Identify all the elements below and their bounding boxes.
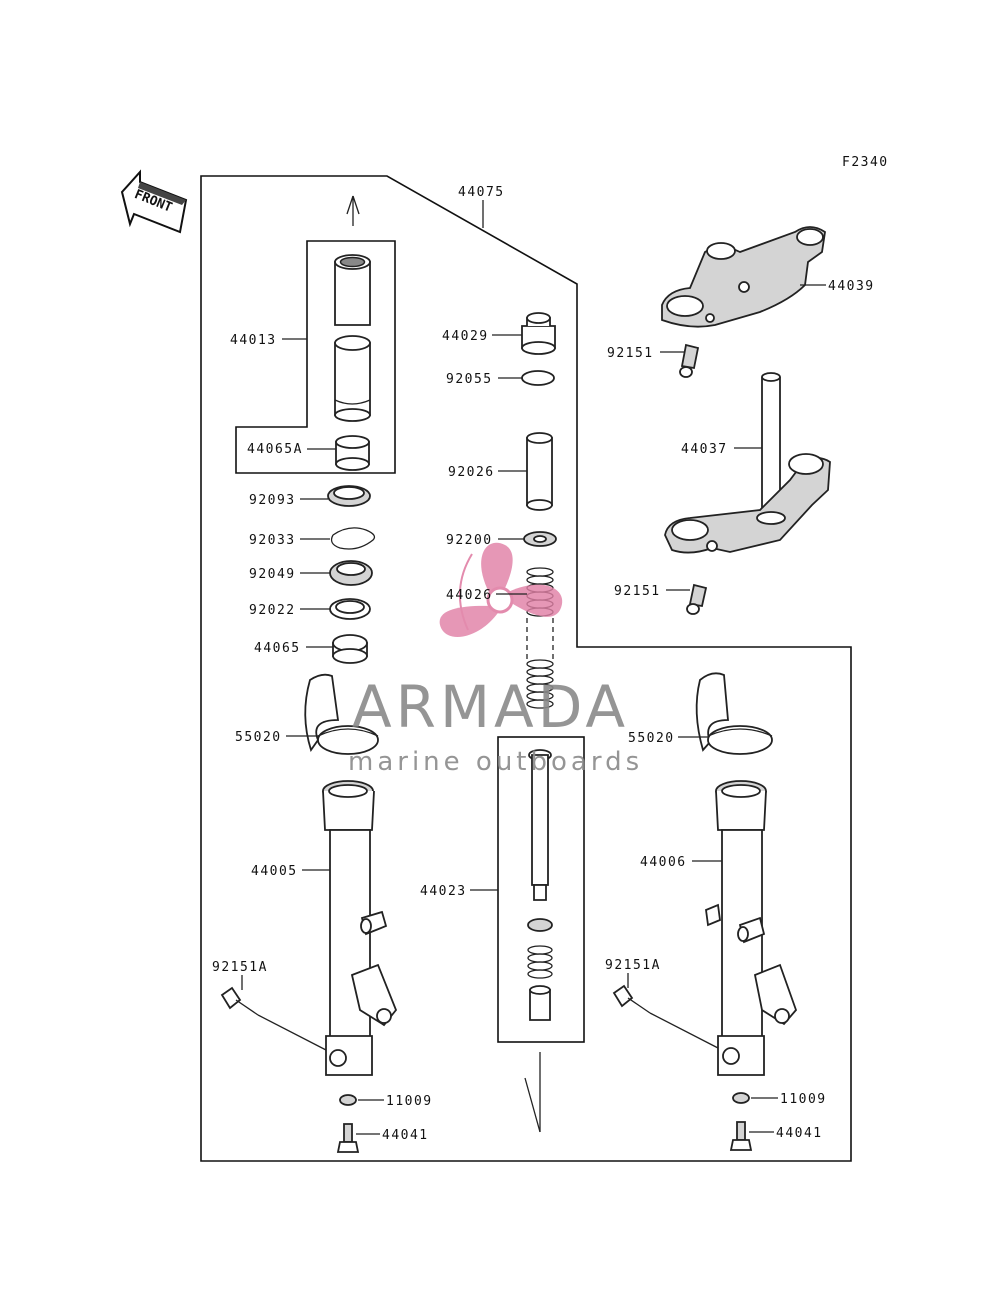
bolt-44041-left	[336, 1123, 360, 1153]
part-labels: 44075 44013 44065A 92093 92033 92049 920…	[212, 185, 875, 1143]
label-92200: 92200	[446, 533, 493, 548]
label-44029: 44029	[442, 329, 489, 344]
cap-bolt-44029	[521, 312, 556, 355]
label-44037: 44037	[681, 442, 728, 457]
upper-bracket-44039	[661, 226, 826, 328]
label-44005: 44005	[251, 864, 298, 879]
label-44075: 44075	[458, 185, 505, 200]
bolt-92151-top	[679, 343, 700, 378]
leader-lines	[241, 200, 826, 1135]
o-ring-92055	[521, 370, 555, 386]
label-11009-right: 11009	[780, 1092, 827, 1107]
label-44026: 44026	[446, 588, 493, 603]
fork-cover-55020-right	[695, 672, 773, 755]
label-92151-top: 92151	[607, 346, 654, 361]
label-92055: 92055	[446, 372, 493, 387]
watermark-tagline: marine outboards	[348, 747, 643, 777]
damper-rod-44023	[527, 749, 553, 1021]
frame-44013	[235, 240, 396, 474]
bushing-44065A	[335, 435, 370, 471]
label-55020-right: 55020	[628, 731, 675, 746]
pointer-marker-bottom	[524, 1052, 541, 1133]
outer-tube-44005	[322, 780, 398, 1076]
label-44023: 44023	[420, 884, 467, 899]
label-55020-left: 55020	[235, 730, 282, 745]
label-44013: 44013	[230, 333, 277, 348]
figure-code: F2340	[842, 155, 889, 170]
fork-cover-55020-left	[304, 673, 379, 755]
front-arrow-icon: FRONT	[120, 169, 188, 234]
spacer-92026	[526, 432, 553, 511]
stem-bracket-44037	[664, 372, 831, 554]
washer-11009-right	[732, 1092, 750, 1104]
bolt-92151A-left	[220, 986, 327, 1051]
bushing-44065	[332, 634, 368, 664]
armada-watermark: ARMADA marine outboards	[348, 542, 643, 777]
washer-11009-left	[339, 1094, 357, 1106]
label-92022: 92022	[249, 603, 296, 618]
label-44065: 44065	[254, 641, 301, 656]
washer-92200	[523, 531, 557, 547]
pointer-marker-top	[346, 195, 360, 226]
circlip-92033	[330, 527, 376, 550]
oil-seal-92049	[329, 560, 373, 586]
watermark-brand: ARMADA	[352, 673, 629, 741]
label-92151-mid: 92151	[614, 584, 661, 599]
inner-tube-44013	[334, 254, 371, 422]
propeller-logo-icon	[439, 542, 563, 637]
assembly-frame	[200, 175, 852, 1162]
label-92033: 92033	[249, 533, 296, 548]
label-92151A-left: 92151A	[212, 960, 268, 975]
label-44006: 44006	[640, 855, 687, 870]
label-44039: 44039	[828, 279, 875, 294]
seal-92093	[327, 485, 371, 507]
label-11009-left: 11009	[386, 1094, 433, 1109]
label-92049: 92049	[249, 567, 296, 582]
label-92093: 92093	[249, 493, 296, 508]
label-44041-left: 44041	[382, 1128, 429, 1143]
bolt-44041-right	[729, 1121, 753, 1151]
outer-tube-44006	[705, 780, 798, 1076]
washer-92022	[329, 598, 371, 620]
label-92026: 92026	[448, 465, 495, 480]
label-92151A-right: 92151A	[605, 958, 661, 973]
label-44065A: 44065A	[247, 442, 303, 457]
bolt-92151A-right	[612, 984, 719, 1049]
bolt-92151-mid	[686, 583, 708, 615]
label-44041-right: 44041	[776, 1126, 823, 1141]
